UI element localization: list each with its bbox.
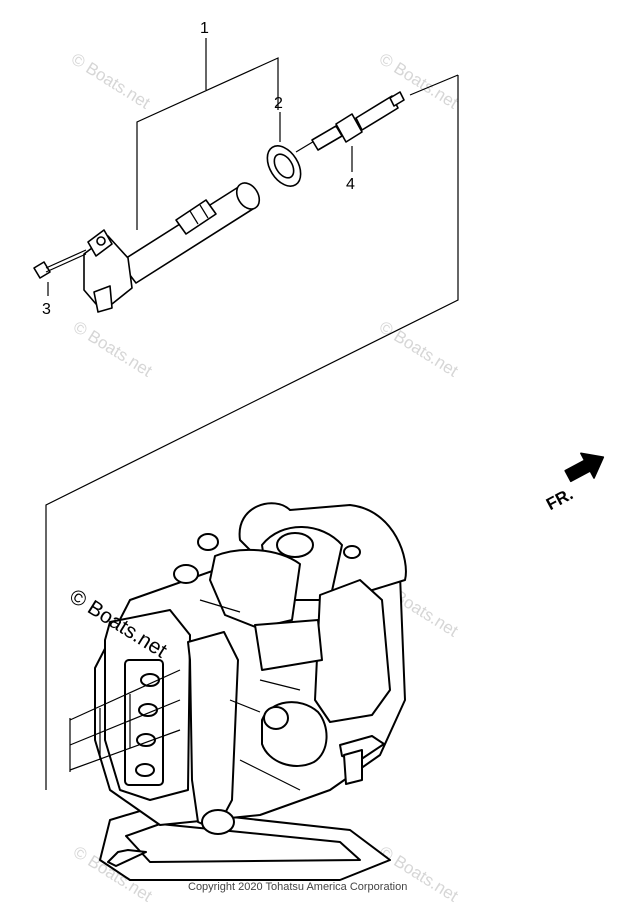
seal-part[interactable]	[260, 140, 307, 192]
watermark-4: © Boats.net	[376, 317, 462, 380]
engine-block	[94, 502, 407, 881]
callout-4[interactable]: 4	[346, 176, 355, 193]
front-direction-indicator: FR.	[543, 452, 605, 514]
callout-2[interactable]: 2	[274, 95, 283, 112]
spark-plug-part[interactable]	[295, 91, 405, 153]
callout-1[interactable]: 1	[200, 20, 209, 37]
cylinder-bracket	[69, 669, 181, 772]
bolt-part[interactable]	[33, 249, 87, 279]
copyright-notice: Copyright 2020 Tohatsu America Corporati…	[188, 881, 407, 893]
watermark-7: © Boats.net	[376, 842, 462, 905]
watermark-3: © Boats.net	[70, 317, 156, 380]
watermark-1: © Boats.net	[68, 49, 154, 112]
callout-numbers: 1 2 3 4	[42, 20, 355, 318]
callout-leaders	[47, 38, 353, 296]
front-label: FR.	[543, 484, 576, 514]
ignition-coil-part[interactable]	[83, 179, 264, 313]
callout-3[interactable]: 3	[42, 301, 51, 318]
assembly-frame	[45, 74, 459, 790]
front-arrow-icon	[564, 452, 605, 483]
